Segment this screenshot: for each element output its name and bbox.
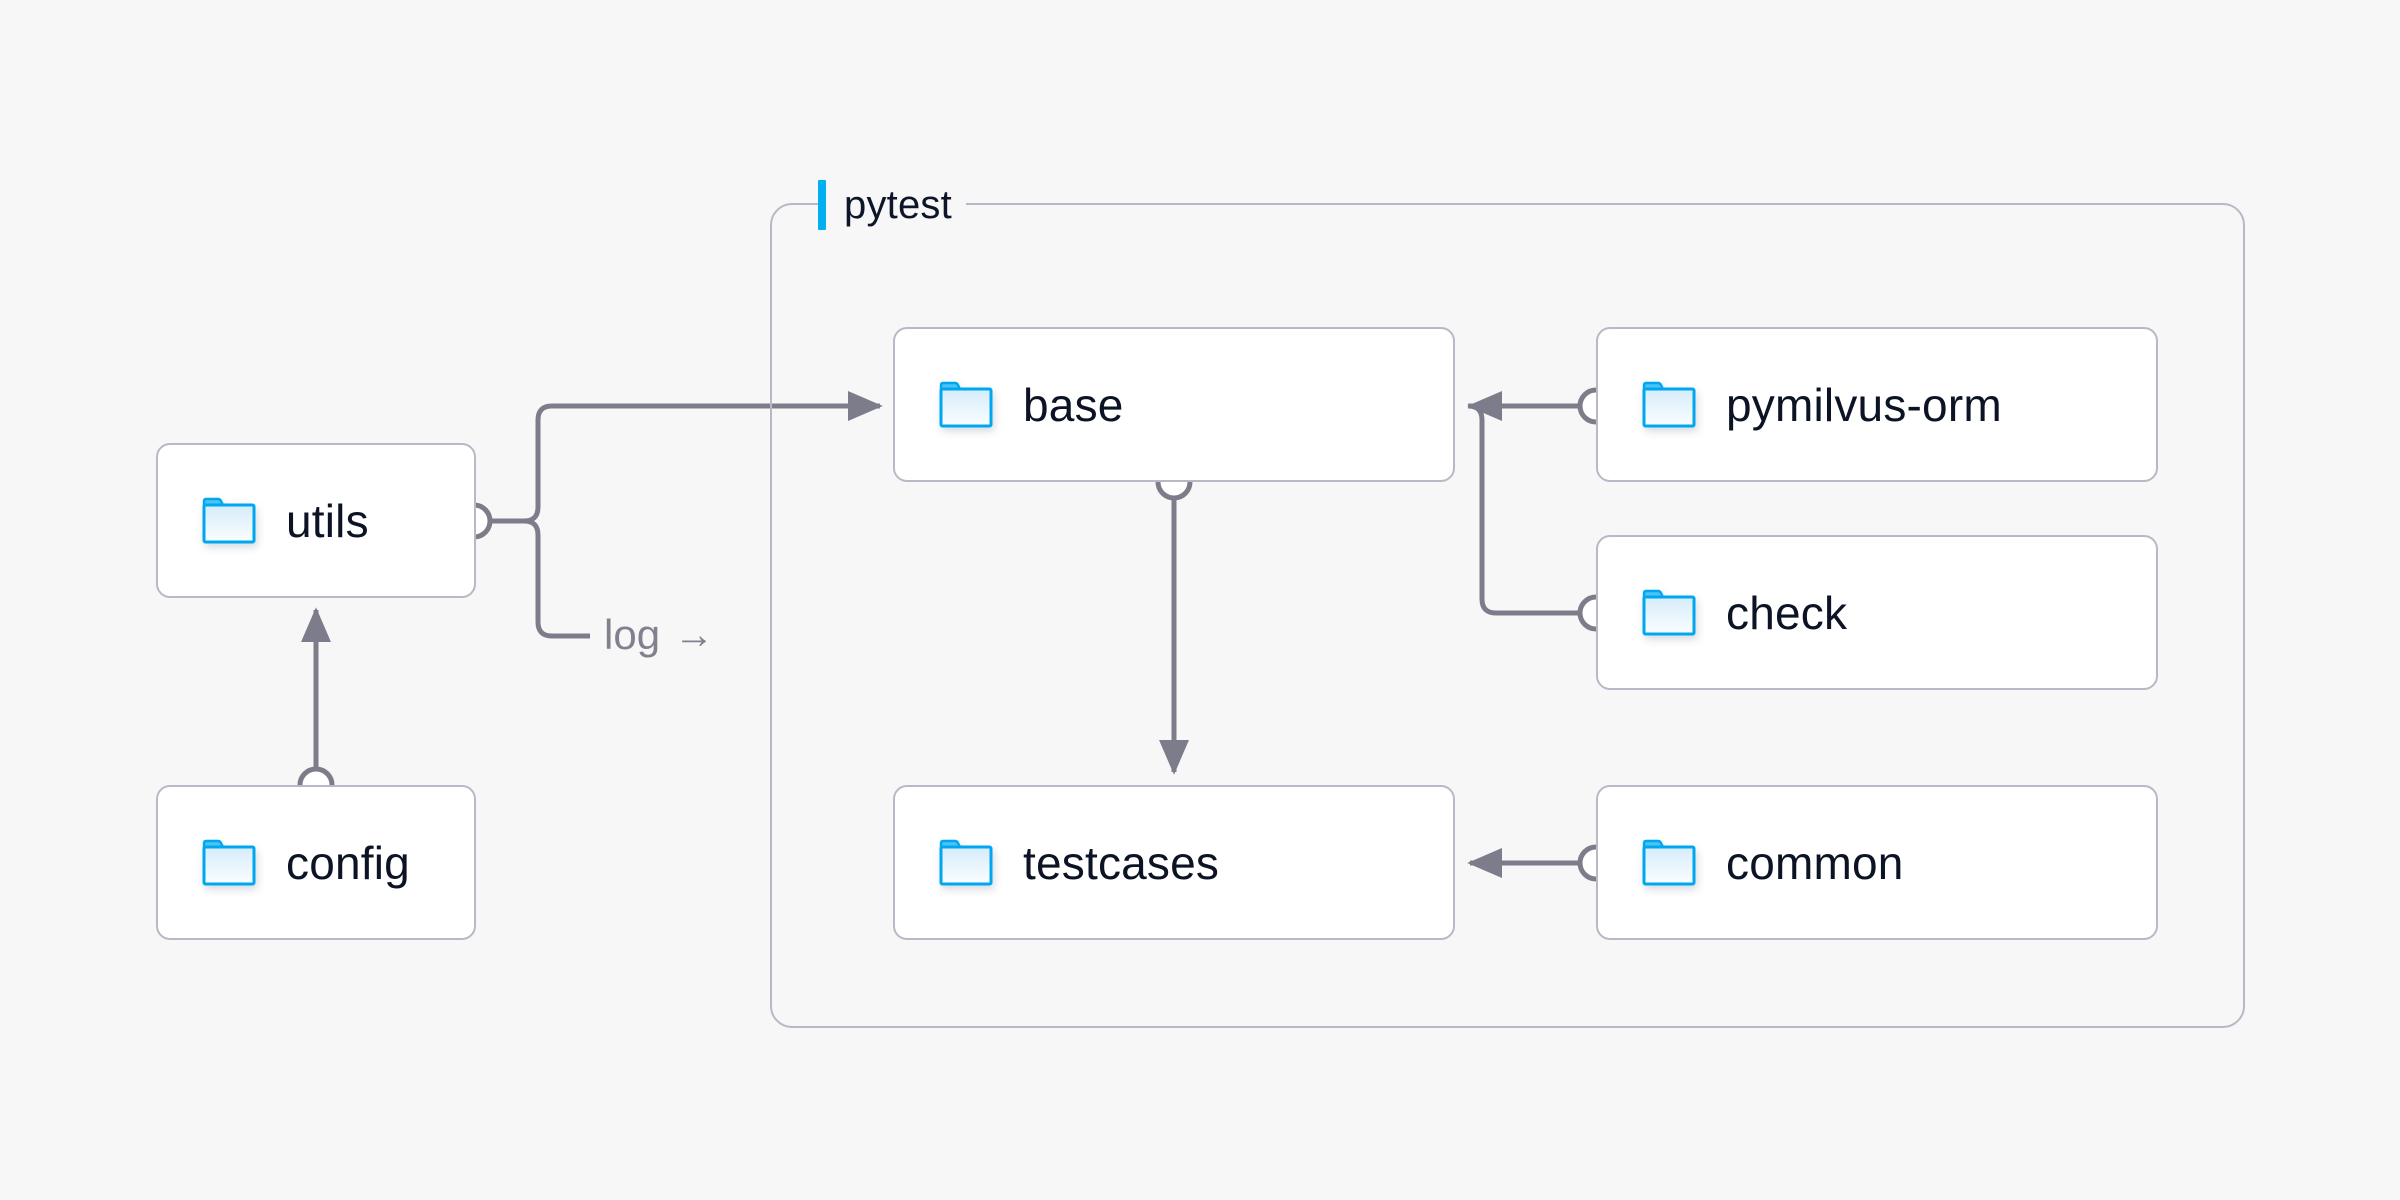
folder-icon xyxy=(1642,589,1696,635)
node-pymilvus-orm-label: pymilvus-orm xyxy=(1726,378,2002,431)
node-config[interactable]: config xyxy=(156,785,476,940)
edge-utils-to-log xyxy=(523,518,590,639)
node-utils[interactable]: utils xyxy=(156,443,476,598)
node-config-label: config xyxy=(286,836,410,889)
node-check[interactable]: check xyxy=(1596,535,2158,690)
group-pytest-title: pytest xyxy=(844,183,952,227)
node-utils-label: utils xyxy=(286,494,369,547)
folder-icon xyxy=(1642,381,1696,427)
node-common-label: common xyxy=(1726,836,1904,889)
folder-icon xyxy=(202,839,256,885)
group-pytest-label: pytest xyxy=(818,177,966,233)
node-pymilvus-orm[interactable]: pymilvus-orm xyxy=(1596,327,2158,482)
folder-icon xyxy=(202,497,256,543)
arrow-right-icon: → xyxy=(674,613,715,657)
group-accent-bar xyxy=(818,180,826,230)
folder-icon xyxy=(1642,839,1696,885)
group-pytest[interactable] xyxy=(770,203,2245,1028)
node-testcases-label: testcases xyxy=(1023,836,1220,889)
edge-utils-to-base xyxy=(523,390,883,524)
node-testcases[interactable]: testcases xyxy=(893,785,1455,940)
node-base[interactable]: base xyxy=(893,327,1455,482)
folder-icon xyxy=(939,381,993,427)
node-check-label: check xyxy=(1726,586,1848,639)
edge-label-log: log → xyxy=(604,614,714,656)
node-common[interactable]: common xyxy=(1596,785,2158,940)
folder-icon xyxy=(939,839,993,885)
node-base-label: base xyxy=(1023,378,1124,431)
edge-label-log-text: log xyxy=(604,611,661,658)
